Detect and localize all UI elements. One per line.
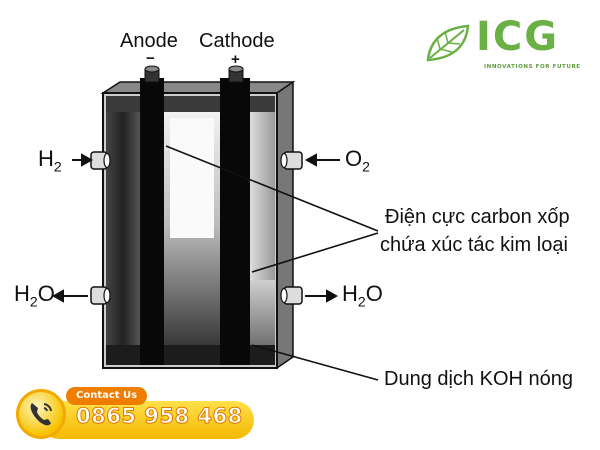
h2o-right-h: H (342, 281, 358, 306)
pointer-electrolyte (251, 344, 379, 381)
contact-us-tab[interactable]: Contact Us (66, 387, 148, 405)
h2o-out-left-label: H2O (14, 281, 55, 309)
electrode-label-line2: chứa xúc tác kim loại (380, 234, 568, 256)
electrode-label-line1: Điện cực carbon xốp (385, 206, 570, 228)
h2o-left-h: H (14, 281, 30, 306)
port-left-top (90, 151, 111, 170)
pointer-cathode-electrode (251, 232, 379, 273)
icg-logo: ICG INNOVATIONS FOR FUTURE (424, 12, 584, 82)
h2o-out-right-label: H2O (342, 281, 383, 309)
port-right-top (280, 151, 303, 170)
port-left-bottom (90, 286, 111, 305)
anode-electrode (140, 78, 164, 365)
leaf-icon (426, 24, 470, 62)
h2o-left-subscript: 2 (29, 293, 38, 310)
cathode-electrode (220, 78, 250, 365)
logo-tagline: INNOVATIONS FOR FUTURE (484, 64, 581, 70)
electrolyte-label: Dung dịch KOH nóng (384, 368, 574, 390)
contact-pill[interactable] (40, 401, 254, 439)
pointer-anode-electrode (165, 145, 379, 232)
h2-in-subscript: 2 (53, 158, 62, 175)
cathode-terminal (228, 65, 244, 83)
anode-terminal (144, 65, 160, 83)
port-right-bottom (280, 286, 303, 305)
o2-in-label: O2 (345, 146, 370, 174)
contact-phone-number[interactable]: 0865 958 468 (76, 404, 243, 429)
anode-sign: − (146, 50, 155, 67)
h2-in-species: H (38, 146, 54, 171)
cathode-label: Cathode (199, 30, 275, 52)
phone-icon[interactable] (16, 389, 66, 439)
h2o-right-subscript: 2 (357, 293, 366, 310)
h2o-left-o: O (37, 281, 55, 306)
o2-in-species: O (345, 146, 363, 171)
contact-badge[interactable]: Contact Us 0865 958 468 (14, 383, 274, 441)
o2-in-subscript: 2 (362, 158, 370, 175)
anode-label: Anode (120, 30, 178, 52)
cell-body (100, 80, 296, 370)
h2-in-label: H2 (38, 146, 62, 174)
logo-text: ICG (476, 14, 560, 60)
h2o-right-o: O (365, 281, 383, 306)
cathode-sign: + (231, 51, 240, 68)
